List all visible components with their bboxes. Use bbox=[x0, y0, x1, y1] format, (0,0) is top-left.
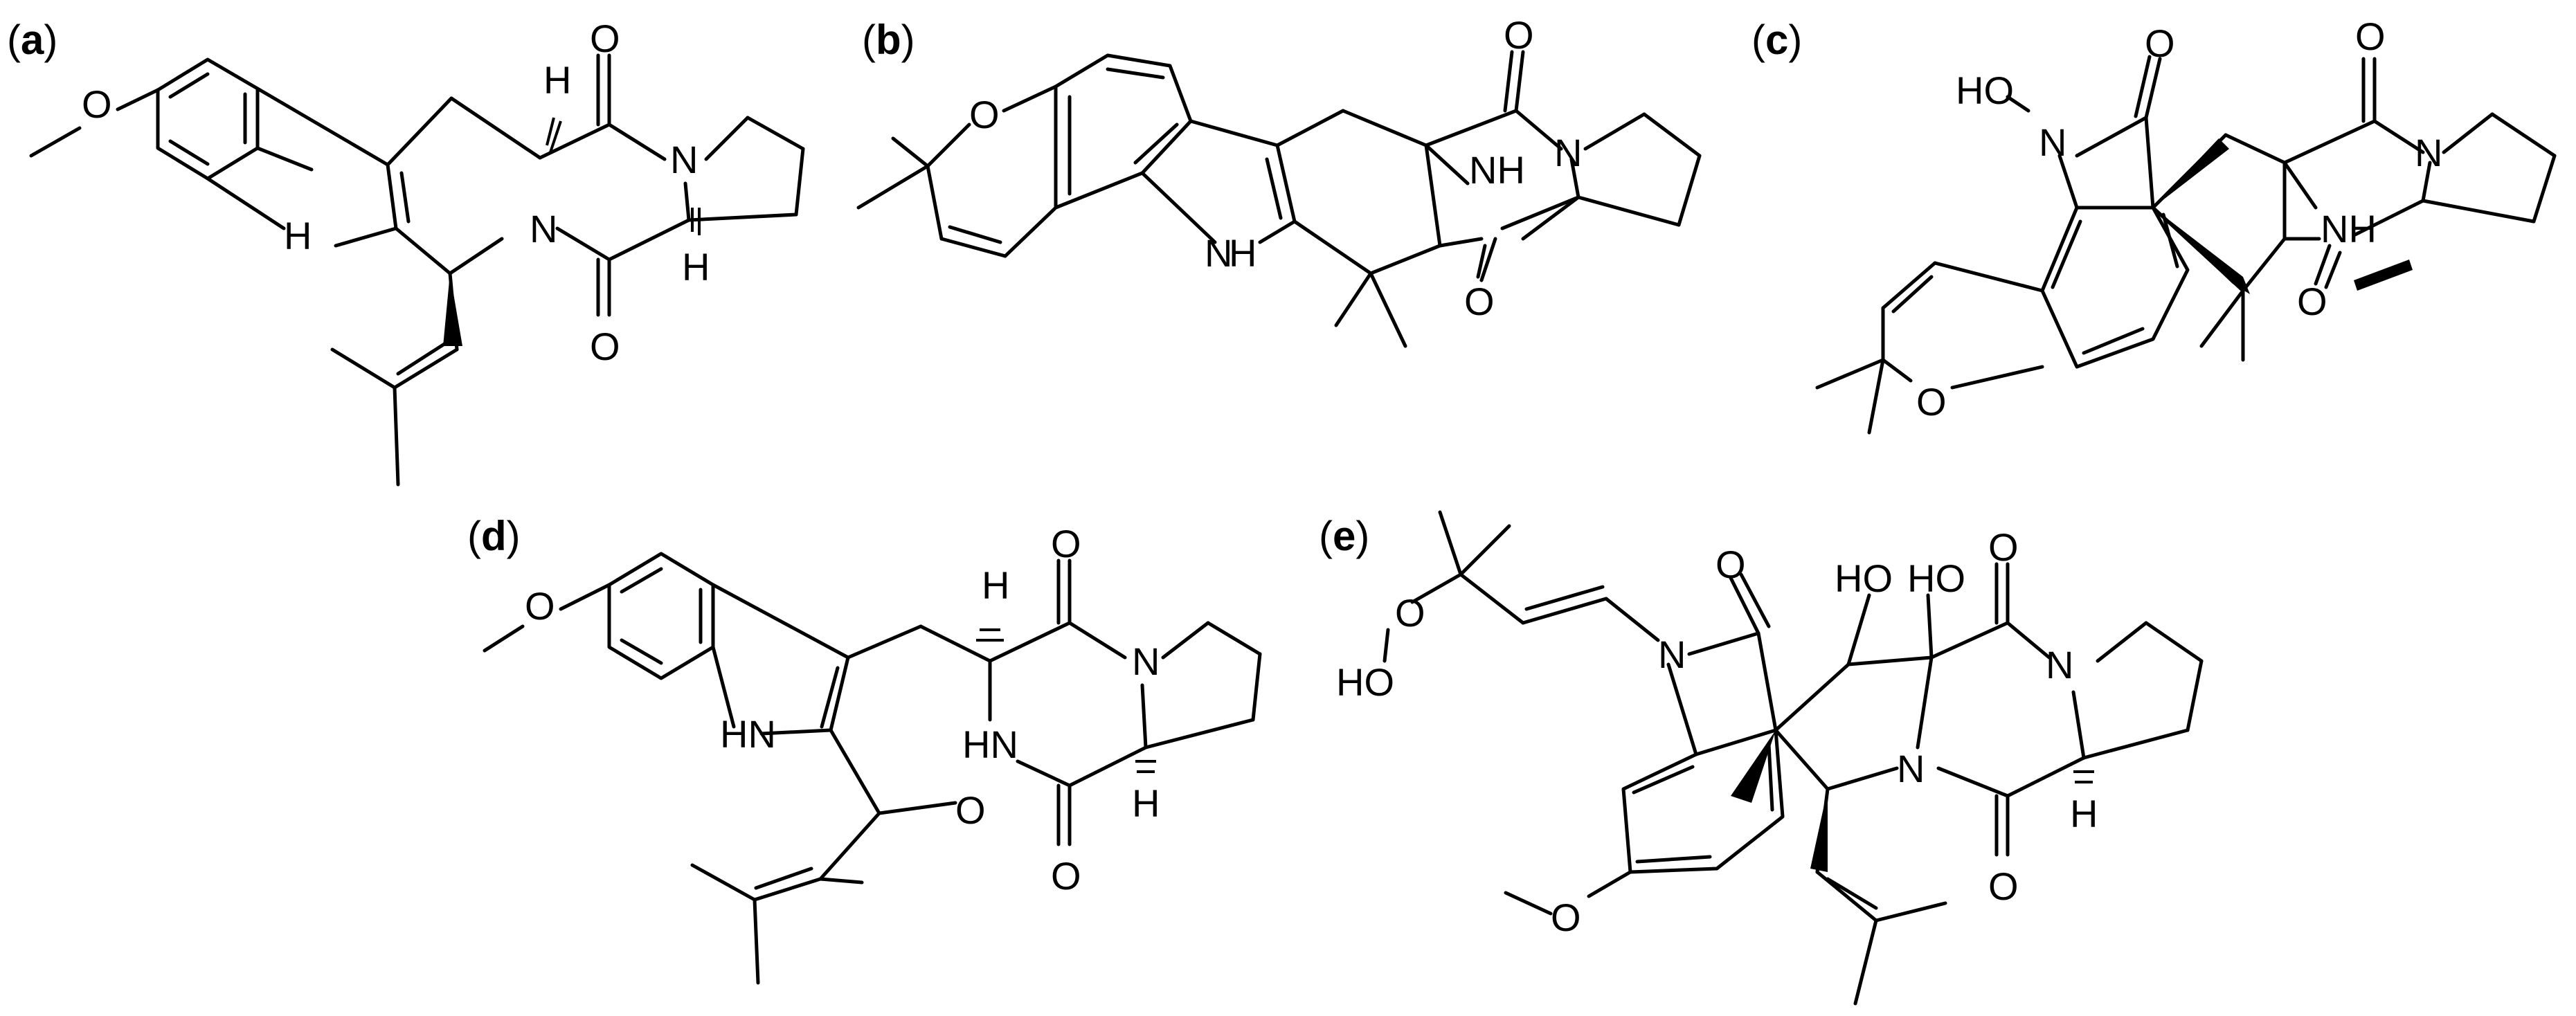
atom-label: H bbox=[543, 58, 571, 102]
structure-a-stereo bbox=[443, 117, 701, 346]
atom-label: O bbox=[525, 584, 555, 628]
atom-label: O bbox=[969, 93, 1000, 136]
atom-label: N bbox=[1554, 131, 1582, 174]
atom-label: O bbox=[2145, 21, 2175, 65]
panel-c-label: (c) bbox=[1751, 17, 1802, 63]
structure-b-bonds bbox=[856, 50, 1702, 348]
atom-label: H bbox=[682, 245, 710, 289]
panel-a: (a) bbox=[7, 17, 805, 487]
structure-e-bonds bbox=[1382, 510, 2204, 1006]
atom-label: N bbox=[1132, 639, 1160, 683]
atom-label: HN bbox=[962, 723, 1018, 766]
structure-d-stereo bbox=[976, 628, 1156, 773]
atom-label: HO bbox=[1336, 660, 1394, 704]
atom-label: N bbox=[1658, 633, 1686, 676]
atom-label: H bbox=[1229, 231, 1257, 275]
structure-a-atoms: O H O N N H O H bbox=[82, 17, 710, 368]
atom-label: H bbox=[1132, 781, 1160, 825]
atom-label: O bbox=[590, 325, 620, 368]
panel-e: (e) bbox=[1319, 510, 2204, 1006]
structure-b-atoms: O O NH N N H O bbox=[969, 13, 1582, 323]
structure-e-atoms: O HO O HO HO O N N N O H O bbox=[1336, 525, 2098, 939]
atom-label: NH bbox=[2321, 207, 2377, 251]
atom-label: N bbox=[1205, 231, 1232, 275]
atom-label: O bbox=[1715, 543, 1746, 586]
atom-label: O bbox=[1916, 380, 1947, 424]
structure-d-atoms: O H O N HN HN O O H bbox=[525, 522, 1160, 898]
atom-label: H bbox=[982, 563, 1009, 607]
atom-label: O bbox=[955, 788, 986, 832]
panel-d: (d) bbox=[467, 513, 1262, 985]
atom-label: N bbox=[1897, 747, 1925, 790]
atom-label: O bbox=[1504, 13, 1534, 57]
atom-label: N bbox=[2415, 131, 2442, 174]
atom-label: O bbox=[1051, 854, 1081, 898]
atom-label: O bbox=[1464, 280, 1495, 323]
panel-e-label: (e) bbox=[1319, 513, 1369, 559]
structure-d-bonds bbox=[483, 552, 1262, 985]
structure-c-stereo bbox=[2153, 138, 2413, 294]
atom-label: O bbox=[590, 17, 620, 60]
panel-a-label: (a) bbox=[7, 17, 57, 63]
structure-a-bonds bbox=[29, 53, 805, 487]
atom-label: N bbox=[2039, 120, 2066, 164]
atom-label: N bbox=[2046, 643, 2073, 687]
atom-label: O bbox=[1988, 525, 2019, 569]
structure-e-stereo bbox=[1731, 730, 2094, 872]
atom-label: O bbox=[1051, 522, 1081, 565]
panel-c: (c) bbox=[1751, 15, 2557, 435]
structure-c-atoms: HO N O O NH N O O bbox=[1916, 15, 2442, 424]
atom-label: O bbox=[2297, 280, 2327, 323]
panel-b-label: (b) bbox=[862, 17, 915, 63]
atom-label: H bbox=[2070, 792, 2098, 835]
atom-label: O bbox=[2355, 15, 2386, 58]
atom-label: HO bbox=[1907, 556, 1965, 600]
atom-label: HO bbox=[1956, 69, 2014, 112]
structure-c-bonds bbox=[1815, 55, 2557, 435]
atom-label: HN bbox=[720, 712, 776, 756]
atom-label: O bbox=[82, 82, 112, 126]
atom-label: O bbox=[1551, 896, 1581, 939]
panel-b: (b) bbox=[856, 13, 1702, 348]
atom-label: H bbox=[284, 214, 312, 257]
panel-d-label: (d) bbox=[467, 513, 521, 559]
atom-label: HO bbox=[1835, 556, 1893, 600]
atom-label: NH bbox=[1469, 148, 1525, 192]
atom-label: N bbox=[670, 138, 698, 181]
atom-label: O bbox=[1395, 591, 1425, 635]
atom-label: O bbox=[1988, 864, 2019, 908]
atom-label: N bbox=[530, 207, 557, 251]
